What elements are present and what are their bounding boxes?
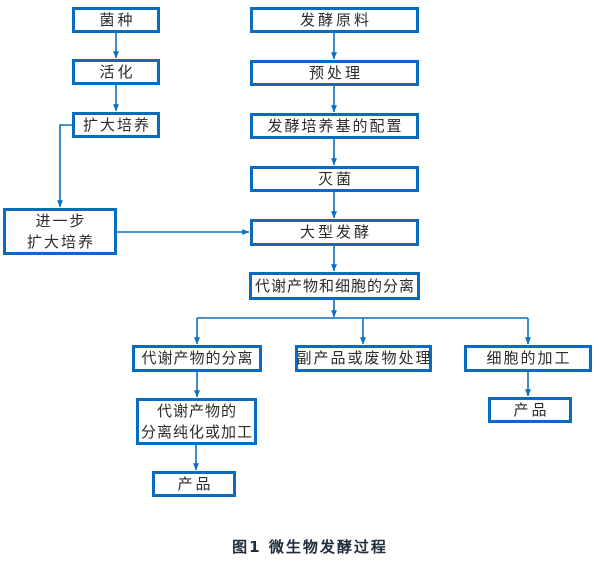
arrow-expand-to-further-expand xyxy=(57,124,72,208)
node-metabolite-separation: 代谢产物的分离 xyxy=(132,345,262,372)
node-product-right-label: 产品 xyxy=(513,400,550,419)
node-product-left-label: 产品 xyxy=(177,474,214,493)
node-purification-line1: 代谢产物的 xyxy=(156,401,237,420)
node-cell-processing: 细胞的加工 xyxy=(464,345,592,372)
node-strain: 菌种 xyxy=(72,7,160,33)
node-strain-label: 菌种 xyxy=(99,10,136,29)
node-metabolite-separation-label: 代谢产物的分离 xyxy=(141,349,254,367)
node-raw-materials: 发酵原料 xyxy=(250,7,419,33)
figure-caption: 图1 微生物发酵过程 xyxy=(232,538,388,556)
node-byproduct-waste-label: 副产品或废物处理 xyxy=(296,349,433,367)
node-large-fermentation-label: 大型发酵 xyxy=(299,223,372,241)
node-expand-culture: 扩大培养 xyxy=(72,112,160,138)
node-further-expand: 进一步 扩大培养 xyxy=(3,208,117,255)
node-pretreatment: 预处理 xyxy=(250,60,419,86)
node-activation: 活化 xyxy=(72,59,160,85)
node-metabolite-cell-separation: 代谢产物和细胞的分离 xyxy=(249,272,420,300)
node-medium-preparation: 发酵培养基的配置 xyxy=(250,113,419,139)
node-byproduct-waste: 副产品或废物处理 xyxy=(295,345,432,372)
node-purification: 代谢产物的 分离纯化或加工 xyxy=(136,398,257,445)
node-metabolite-cell-separation-label: 代谢产物和细胞的分离 xyxy=(254,276,415,295)
node-medium-preparation-label: 发酵培养基的配置 xyxy=(267,116,404,135)
node-product-left: 产品 xyxy=(152,471,236,497)
node-further-expand-line1: 进一步 xyxy=(35,211,87,230)
node-activation-label: 活化 xyxy=(99,62,136,81)
node-sterilization: 灭菌 xyxy=(250,166,419,192)
node-purification-line2: 分离纯化或加工 xyxy=(140,422,253,441)
node-cell-processing-label: 细胞的加工 xyxy=(486,349,572,367)
node-pretreatment-label: 预处理 xyxy=(308,63,363,82)
node-further-expand-line2: 扩大培养 xyxy=(26,232,95,251)
node-sterilization-label: 灭菌 xyxy=(317,169,354,188)
node-expand-culture-label: 扩大培养 xyxy=(82,115,151,134)
node-large-fermentation: 大型发酵 xyxy=(250,219,419,246)
node-product-right: 产品 xyxy=(488,397,572,423)
node-raw-materials-label: 发酵原料 xyxy=(299,10,372,29)
